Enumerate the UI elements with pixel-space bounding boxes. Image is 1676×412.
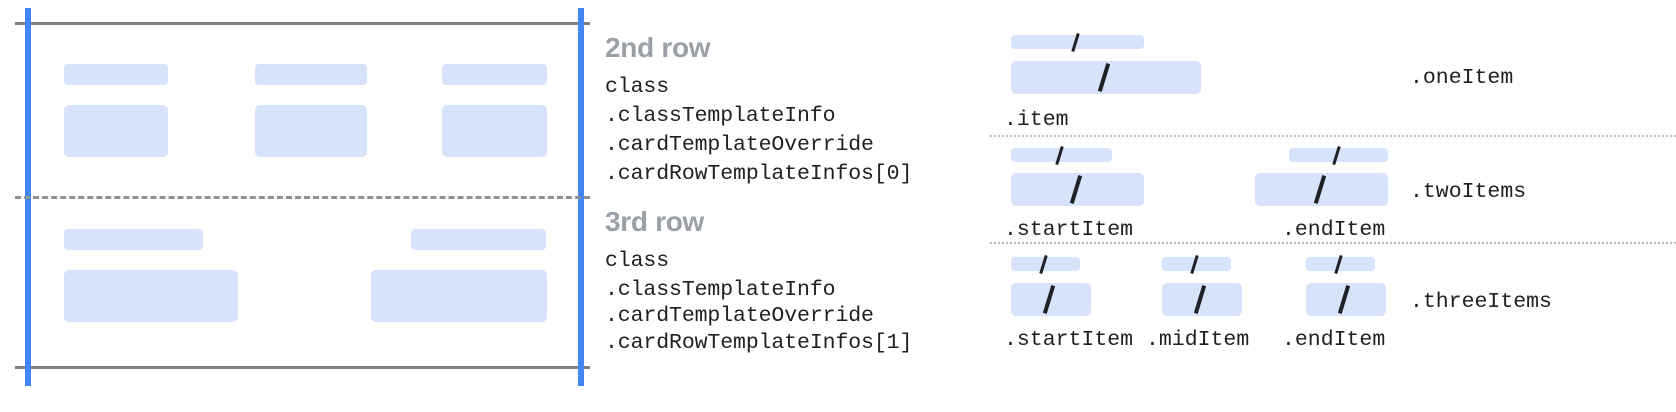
slash-icon: [1332, 145, 1341, 166]
row-path-line: .classTemplateInfo: [605, 104, 836, 128]
one-item-content-block: [1011, 61, 1201, 94]
two-items-end-content-block: [1255, 173, 1388, 206]
two-items-start-content-block: [1011, 173, 1144, 206]
slash-icon: [1069, 175, 1083, 204]
item-caption: .startItem: [1004, 328, 1134, 352]
bottom-boundary-rule: [15, 366, 590, 369]
slash-icon: [1334, 254, 1343, 275]
row-path-line: class: [605, 249, 670, 273]
section-label: .oneItem: [1410, 66, 1514, 90]
row-divider: [15, 196, 590, 199]
slash-icon: [1039, 254, 1048, 275]
slash-icon: [1055, 145, 1064, 166]
row-path-line: .cardRowTemplateInfos[1]: [605, 331, 913, 355]
three-items-end-label-bar: [1306, 254, 1375, 275]
slash-icon: [1042, 285, 1056, 314]
row2-col3-content-block: [442, 105, 547, 157]
variant-divider: [990, 242, 1676, 244]
slash-icon: [1097, 63, 1111, 92]
slash-icon: [1071, 32, 1080, 53]
row2-col3-label-bar: [442, 64, 547, 85]
slash-icon: [1313, 175, 1327, 204]
row3-col1-content-block: [64, 270, 238, 322]
row2-col1-label-bar: [64, 64, 168, 85]
section-label: .threeItems: [1410, 290, 1552, 314]
one-item-label-bar: [1011, 32, 1144, 53]
card-rows-preview: [0, 0, 600, 412]
item-caption: .startItem: [1004, 218, 1134, 242]
row-path-line: .cardRowTemplateInfos[0]: [605, 162, 913, 186]
row2-col1-content-block: [64, 105, 168, 157]
two-items-end-label-bar: [1289, 145, 1388, 166]
slash-icon: [1190, 254, 1199, 275]
row-descriptions: 2nd row class .classTemplateInfo .cardTe…: [600, 0, 990, 412]
item-caption: .endItem: [1282, 218, 1386, 242]
three-items-mid-content-block: [1162, 283, 1242, 316]
slash-icon: [1193, 285, 1207, 314]
row-heading: 3rd row: [605, 206, 705, 237]
row-path-line: .cardTemplateOverride: [605, 304, 874, 328]
section-label: .twoItems: [1410, 180, 1527, 204]
row-heading: 2nd row: [605, 32, 711, 63]
three-items-start-label-bar: [1011, 254, 1080, 275]
row-path-line: .classTemplateInfo: [605, 278, 836, 302]
slash-icon: [1337, 285, 1351, 314]
item-caption: .item: [1004, 108, 1069, 132]
two-items-start-label-bar: [1011, 145, 1112, 166]
row-path-line: class: [605, 75, 670, 99]
three-items-mid-label-bar: [1162, 254, 1231, 275]
item-caption: .endItem: [1282, 328, 1386, 352]
row2-col2-label-bar: [255, 64, 367, 85]
item-caption: .midItem: [1146, 328, 1250, 352]
row-item-variants: .item .oneItem .startItem .endItem .twoI…: [985, 0, 1676, 412]
row3-col1-label-bar: [64, 229, 203, 250]
three-items-end-content-block: [1306, 283, 1386, 316]
row3-col2-label-bar: [411, 229, 546, 250]
row2-col2-content-block: [255, 105, 367, 157]
top-boundary-rule: [15, 22, 590, 25]
three-items-start-content-block: [1011, 283, 1091, 316]
row3-col2-content-block: [371, 270, 547, 322]
row-path-line: .cardTemplateOverride: [605, 133, 874, 157]
variant-divider: [990, 135, 1676, 137]
